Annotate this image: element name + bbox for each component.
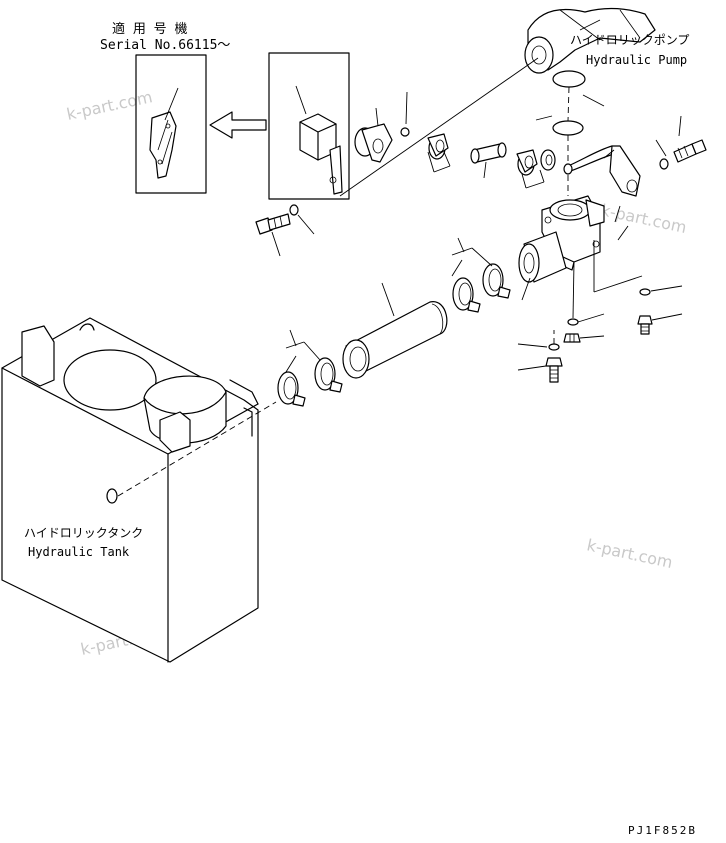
hydraulic-tank bbox=[1, 317, 259, 663]
watermark-1: k-part.com bbox=[65, 87, 154, 124]
upper-pipe bbox=[470, 142, 507, 164]
nut-right bbox=[563, 333, 581, 343]
pump-label-en: Hydraulic Pump bbox=[586, 53, 687, 67]
watermark-2: k-part.com bbox=[599, 200, 688, 237]
arrow-icon bbox=[209, 111, 267, 139]
detail-box-old-bracket bbox=[268, 52, 350, 200]
upper-washer bbox=[400, 127, 410, 137]
o-ring-upper bbox=[552, 70, 586, 88]
elbow-tube bbox=[518, 231, 567, 283]
hose-clamp-right-1 bbox=[482, 263, 511, 299]
suction-hose bbox=[342, 301, 448, 379]
serial-label-jp: 適 用 号 機 bbox=[112, 21, 187, 37]
upper-clamp-1 bbox=[427, 133, 449, 160]
hose-clamp-left-2 bbox=[277, 371, 306, 407]
washer-right-2 bbox=[567, 318, 579, 326]
bolt-right-1 bbox=[637, 315, 653, 335]
washer-right-3 bbox=[548, 343, 560, 351]
bolt-top-right bbox=[673, 139, 707, 163]
hose-clamp-right-2 bbox=[452, 277, 481, 313]
detail-box-new-bracket bbox=[135, 54, 207, 194]
washer-left bbox=[289, 204, 299, 216]
serial-label-en: Serial No.66115～ bbox=[100, 38, 230, 53]
washer-top-right bbox=[659, 158, 669, 170]
tank-label-en: Hydraulic Tank bbox=[28, 545, 130, 559]
tank-label-jp: ハイドロリックタンク bbox=[24, 526, 143, 540]
pump-label-jp: ハイドロリックポンプ bbox=[570, 33, 689, 47]
hydraulic-pump bbox=[524, 7, 656, 74]
bolt-right-2 bbox=[545, 357, 563, 383]
bolt-left bbox=[255, 213, 291, 235]
drawing-code: PJ1F852B bbox=[628, 824, 697, 837]
upper-clamp-2 bbox=[516, 149, 556, 176]
hose-clamp-left-1 bbox=[314, 357, 343, 393]
watermark-3: k-part.com bbox=[585, 535, 674, 572]
o-ring-lower bbox=[552, 120, 584, 136]
washer-right-1 bbox=[639, 288, 651, 296]
upper-bracket-clamp bbox=[354, 123, 393, 163]
